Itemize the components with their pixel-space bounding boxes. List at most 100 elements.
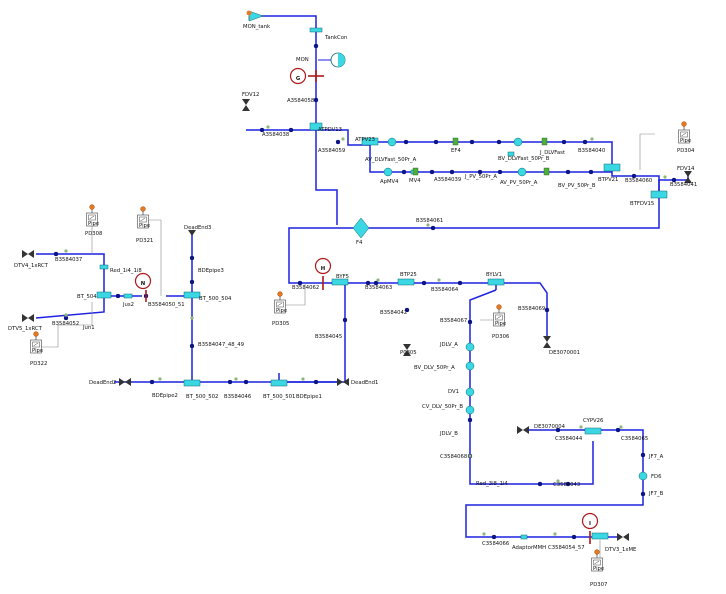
b3584061-label: B3584061 (416, 218, 443, 224)
apmv4-label: ApMV4 (380, 179, 399, 185)
bt-500-502-label: BT_500_502 (186, 394, 218, 400)
cypv26-label: CYPV26 (583, 418, 604, 424)
btpv21-label: BTPV21 (598, 177, 618, 183)
j-pv-label: J_PV_50Pr_A (464, 174, 497, 180)
sensor-leaders (40, 133, 655, 565)
b3584045-label: B3584045 (315, 334, 342, 340)
pd305-sensor-caption: Pipe (276, 308, 287, 314)
mon-label: MON (296, 57, 309, 63)
dtv3-label: DTV3_1xME (605, 547, 637, 553)
pd307-sensor-caption: Pipe (593, 566, 604, 572)
av-pv-label: AV_PV_50Pr_A (500, 180, 538, 186)
atpv23-label: ATPV23 (355, 137, 375, 143)
pd305-label: PD305 (272, 321, 289, 327)
b3584063-label: B3584063 (365, 285, 392, 291)
component-labels: MON_tank TankCon MON A3584058 FDV12 A358… (8, 24, 697, 588)
b3584040-label: B3584040 (578, 148, 606, 154)
jus2-label: Jus2 (122, 302, 134, 308)
pd308-sensor-caption: Pipe (88, 221, 99, 227)
c3584066-label: C3584066 (482, 541, 510, 547)
sensors: Pipe Pipe Pipe Pipe Pipe Pipe Pipe (30, 121, 691, 572)
b3584067-label: B3584067 (440, 318, 467, 324)
f4-filter-icon (352, 217, 370, 239)
bv-pv-label: BV_PV_50Pr_B (558, 183, 596, 189)
fdv14-label: FDV14 (677, 166, 695, 172)
bt-504-label: BT_504 (77, 294, 97, 300)
bdepipe2-label: BDEpipe2 (152, 393, 178, 399)
pd306-label: PD306 (492, 334, 510, 340)
bv-dlvfast-label: BV_DLVFast_50Pr_B (498, 156, 550, 162)
jun1-label: Jun1 (82, 325, 95, 331)
jf7-a-label: JF7_A (648, 454, 664, 460)
b3584064-label: B3584064 (431, 287, 459, 293)
pd308-label: PD308 (85, 231, 103, 237)
cv-dlv-label: CV_DLV_50Pr_B (422, 404, 463, 410)
bt-500-501-label: BT_500_501 (263, 394, 295, 400)
bt-500-504-label: BT_500_504 (199, 296, 232, 302)
av-dlvfast-label: AV_DLVFast_50Pr_A (365, 157, 417, 163)
deadend3-label: DeadEnd3 (184, 225, 211, 231)
dv1-label: DV1 (448, 389, 459, 395)
c3584065-label: C3584065 (621, 436, 648, 442)
marker-h: H (314, 257, 332, 290)
c3584043-label: C3584043 (553, 482, 580, 488)
inline-indicators (64, 125, 667, 536)
bylv1-label: BYLV1 (486, 272, 502, 278)
a3584059-label: A3584059 (318, 148, 345, 154)
bdepipe1-label: BDEpipe1 (296, 394, 322, 400)
f4-label: F4 (356, 240, 363, 246)
pd321-label: PD321 (136, 238, 153, 244)
b3584060-label: B3584060 (625, 178, 653, 184)
red-114-label: Red_1i4_1i8 (110, 268, 142, 274)
pd304-sensor-caption: Pipe (680, 138, 691, 144)
deadend1-label: DeadEnd1 (351, 380, 378, 386)
fdv12-label: FDV12 (242, 92, 259, 98)
pd306-sensor-caption: Pipe (495, 321, 506, 327)
pd322-label: PD322 (30, 361, 47, 367)
bdepipe3-label: BDEpipe3 (198, 268, 224, 274)
b3584046-label: B3584046 (224, 394, 252, 400)
jf7-b-label: JF7_B (648, 491, 664, 497)
b3584037-label: B3584037 (55, 257, 82, 263)
b3584041-label: B3584041 (670, 182, 697, 188)
marker-letter: N (141, 281, 145, 287)
tankcon-coupler (309, 27, 323, 33)
markers: G N H I (134, 67, 599, 544)
a3584038-label: A3584038 (262, 132, 290, 138)
a3584058-label: A3584058 (287, 98, 315, 104)
marker-n: N (134, 272, 152, 302)
marker-i: I (581, 512, 599, 544)
tankcon-label: TankCon (324, 35, 347, 41)
marker-letter: G (296, 76, 300, 82)
pd307-label: PD307 (590, 582, 607, 588)
red-3i8-label: Red_3i8_1i4 (476, 481, 508, 487)
dtv5-label: DTV5_1xRCT (8, 326, 43, 332)
bv-dlv-label: BV_DLV_50Pr_A (414, 365, 455, 371)
b3584050-label: B3584050_51 (148, 302, 185, 308)
marker-g: G (289, 67, 324, 85)
de3070004-label: DE3070004 (534, 424, 566, 430)
pipe-network (35, 15, 689, 538)
b3584052-label: B3584052 (52, 321, 79, 327)
de3070001-label: DE3070001 (549, 350, 580, 356)
components (96, 10, 668, 540)
p0305-label: P0305 (400, 350, 417, 356)
pd322-sensor-caption: Pipe (32, 348, 43, 354)
dtv4-label: DTV4_1xRCT (14, 263, 49, 269)
dead-ends (22, 99, 692, 541)
c3584054-label: C3584054_57 (548, 545, 585, 551)
marker-letter: H (321, 266, 325, 272)
ef4-label: EF4 (451, 148, 461, 154)
c3584044-label: C3584044 (555, 436, 583, 442)
byf5-label: BYF5 (336, 274, 349, 280)
adaptormmh-label: AdaptorMMH (512, 545, 546, 551)
marker-letter: I (589, 521, 591, 527)
jdlv-a-label: JDLV_A (439, 342, 458, 348)
b3584069-label: B3584069 (518, 306, 545, 312)
mon-tank-label: MON_tank (243, 24, 271, 30)
atpdv13-label: ATPDV13 (318, 127, 342, 133)
fd6-label: FD6 (651, 474, 662, 480)
a3584039-label: A3584039 (434, 177, 461, 183)
deadend2-label: DeadEnd2 (89, 380, 116, 386)
